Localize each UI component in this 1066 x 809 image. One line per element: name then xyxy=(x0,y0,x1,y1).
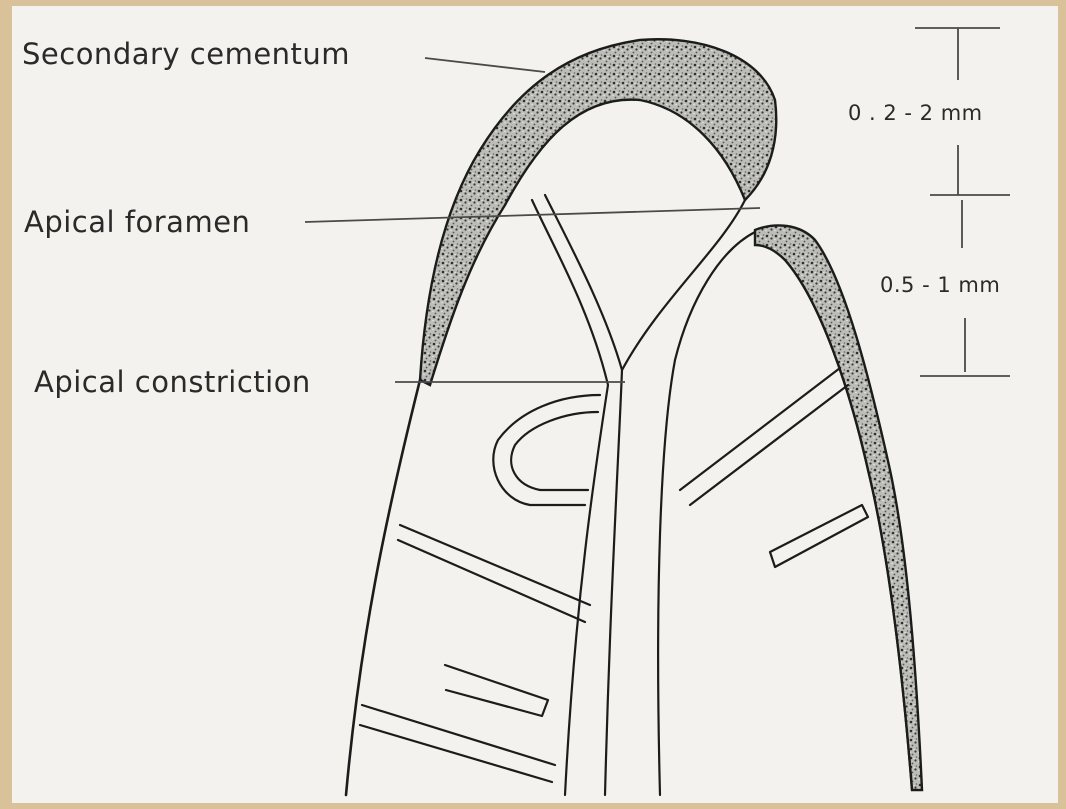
canal-wall-left xyxy=(532,200,608,795)
canal-wall-right xyxy=(605,200,745,795)
lateral-canal-2 xyxy=(445,665,548,716)
lateral-canal-1 xyxy=(398,525,590,622)
secondary-cementum-layer-side xyxy=(755,225,922,790)
label-apical-constriction: Apical constriction xyxy=(34,365,311,399)
canal-wall-inner-left xyxy=(545,195,622,370)
lateral-canal-right-1 xyxy=(680,368,848,505)
leader-secondary-cementum xyxy=(425,58,545,72)
measurement-lower: 0.5 - 1 mm xyxy=(880,273,1000,297)
second-root-outline xyxy=(658,232,755,795)
label-apical-foramen: Apical foramen xyxy=(24,205,250,239)
lateral-canal-3 xyxy=(360,705,555,782)
label-secondary-cementum: Secondary cementum xyxy=(22,37,350,71)
lateral-canal-loop xyxy=(493,395,600,505)
leader-apical-foramen xyxy=(305,208,760,222)
lateral-canal-right-2 xyxy=(770,505,868,567)
measurement-upper: 0 . 2 - 2 mm xyxy=(848,101,983,125)
lateral-canal-loop-inner xyxy=(511,412,598,490)
